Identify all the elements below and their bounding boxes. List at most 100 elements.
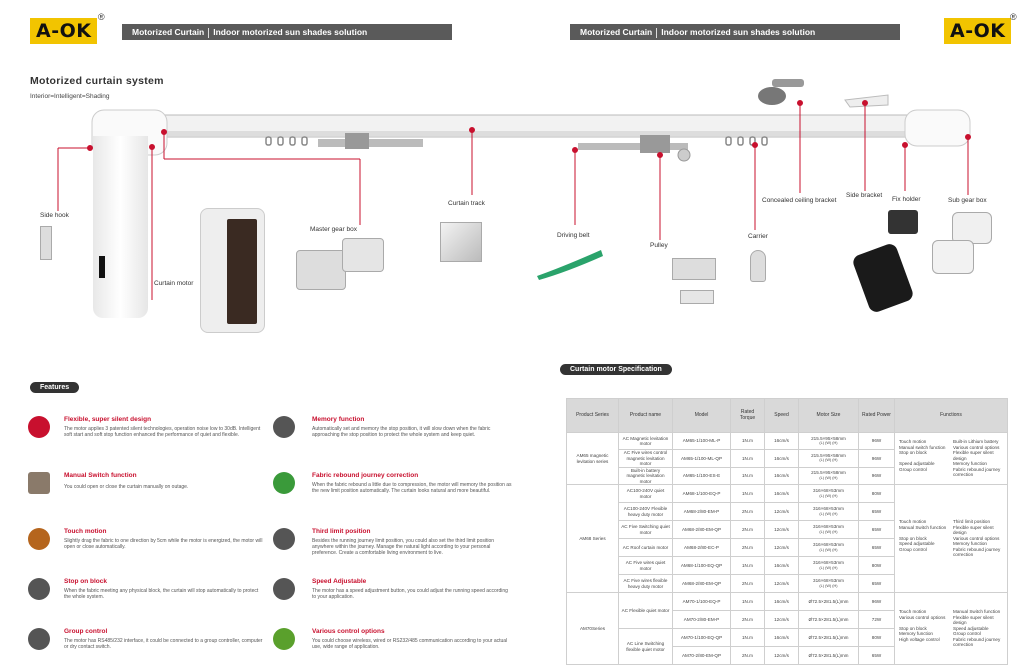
driving-belt-img [537, 250, 603, 280]
sub-gear-box-img-2 [932, 240, 974, 274]
motor-label-strip [99, 256, 105, 278]
feature-desc: Besides the running journey limit positi… [312, 538, 495, 556]
sub-gear-box-img [952, 212, 992, 244]
motor-size-cell: Ø72.5×281.5(L)mm [798, 646, 859, 665]
feature-desc: The motor has RS485/232 interface, it co… [64, 638, 263, 650]
motor-size-cell: 316×68×53mm(L) (W) (H) [798, 520, 859, 539]
motor-size-value: Ø72.5×281.5(L)mm [808, 598, 849, 604]
motor-size-value: 316×68×53mm [813, 488, 844, 493]
feature-title: Flexible, super silent design [64, 416, 152, 423]
motor-size-value: 316×68×53mm [813, 542, 844, 547]
power-cell: 65W [858, 574, 895, 593]
master-gear-box-img-2 [342, 238, 384, 272]
torque-cell: 1N.m [730, 432, 765, 450]
spec-header-row: Product Series Product name Model Rated … [566, 398, 1008, 433]
label-carrier: Carrier [748, 233, 768, 240]
power-cell: 96W [858, 449, 895, 468]
function-item: Touch motion [899, 439, 927, 445]
spec-row: Built-in battery magnetic levitation mot… [567, 466, 1008, 485]
function-item: Various control options [953, 535, 1000, 541]
speed-cell: 16cm/s [764, 556, 799, 575]
controller-label [227, 219, 257, 324]
feature-desc: You could open or close the curtain manu… [64, 484, 189, 490]
concealed-ceiling-bracket-img [758, 79, 804, 105]
torque-cell: 2N.m [730, 646, 765, 665]
function-item: Memory function [953, 541, 987, 547]
motor-size-cell: 316×68×53mm(L) (W) (H) [798, 538, 859, 557]
speed-cell: 12cm/s [764, 502, 799, 521]
motor-size-cell: 215.5×95×58mm(L) (W) (H) [798, 466, 859, 485]
torque-cell: 2N.m [730, 610, 765, 629]
model-cell: AM70-2/80-EM-QP [672, 646, 731, 665]
power-cell: 65W [858, 520, 895, 539]
function-item: Manual Switch function [953, 609, 1001, 615]
speed-cell: 12cm/s [764, 538, 799, 557]
product-name-cell: AC100-240V quiet motor [618, 484, 673, 503]
function-item: Third limit position [953, 519, 991, 525]
feature-desc: The motor applies 3 patented silent tech… [64, 426, 261, 438]
power-cell: 65W [858, 538, 895, 557]
series-cell: AM70Series [566, 592, 619, 665]
speed-cell: 16cm/s [764, 628, 799, 647]
function-item: Touch motion [899, 609, 927, 615]
speed-cell: 12cm/s [764, 520, 799, 539]
col-header: Model [672, 398, 731, 433]
motor-size-value: 215.5×95×58mm [811, 452, 846, 458]
feature-desc: Slightly drag the fabric to one directio… [64, 538, 263, 550]
brand-logo-left: A-OK [30, 18, 98, 44]
label-fix-holder: Fix holder [892, 196, 921, 203]
function-item: Manual Switch function [899, 524, 947, 530]
col-header: Functions [894, 398, 1008, 433]
carrier-img [750, 250, 766, 282]
power-cell: 72W [858, 610, 895, 629]
motor-size-cell: 215.5×95×58mm(L) (W) (H) [798, 432, 859, 450]
function-item: Various control options [953, 444, 1000, 450]
master-carrier-block-right [640, 135, 670, 153]
function-item: Memory function [899, 631, 933, 637]
torque-cell: 1N.m [730, 466, 765, 485]
product-name-cell: AC Magnetic levitation motor [618, 432, 673, 450]
header-title: Motorized Curtain [580, 27, 653, 37]
group-control-icon [28, 628, 50, 650]
registered-mark: ® [1010, 12, 1017, 22]
label-side-hook: Side hook [40, 212, 69, 219]
product-name-cell: AC Roof curtain motor [618, 538, 673, 557]
pulley-img-2 [680, 290, 714, 304]
product-name-cell: AC Line Switching flexible quiet motor [618, 628, 673, 665]
motor-size-cell: 316×68×53mm(L) (W) (H) [798, 574, 859, 593]
motor-size-dims: (L) (W) (H) [819, 493, 838, 498]
function-item: Touch motion [899, 519, 927, 525]
motor-size-cell: Ø72.5×281.5(L)mm [798, 610, 859, 629]
model-cell: AM65-1/100-ML-P [672, 432, 731, 450]
product-name-cell: AC100-240V Flexible heavy duty motor [618, 502, 673, 521]
spec-row: AC Five wires control magnetic levitatio… [567, 449, 1008, 468]
speed-cell: 12cm/s [764, 574, 799, 593]
feature-desc: When the fabric meeting any physical blo… [64, 588, 259, 600]
motor-size-value: 316×68×53mm [813, 506, 844, 511]
feature-title: Stop on block [64, 578, 107, 585]
speed-cell: 12cm/s [764, 646, 799, 665]
controller-box-img [200, 208, 265, 333]
check-icon [273, 472, 295, 494]
touch-motion-icon [28, 528, 50, 550]
function-item: Group control [953, 631, 981, 637]
function-item: Group control [899, 546, 927, 552]
model-cell: AM65-1/100-ES-E [672, 466, 731, 485]
label-curtain-track: Curtain track [448, 200, 485, 207]
torque-cell: 2N.m [730, 502, 765, 521]
master-gear-box-img [296, 250, 346, 290]
col-header: Product name [618, 398, 673, 433]
speed-cell: 16cm/s [764, 484, 799, 503]
product-name-cell: AC Five wires flexible heavy duty motor [618, 574, 673, 593]
third-limit-icon [273, 528, 295, 550]
torque-cell: 1N.m [730, 592, 765, 611]
pulley-wheel [677, 148, 691, 162]
memory-function-icon [273, 416, 295, 438]
brand-logo-right: A-OK [944, 18, 1012, 44]
speed-cell: 16cm/s [764, 432, 799, 450]
function-item: High voltage control [899, 636, 940, 642]
function-item: Speed adjustable [899, 541, 935, 547]
